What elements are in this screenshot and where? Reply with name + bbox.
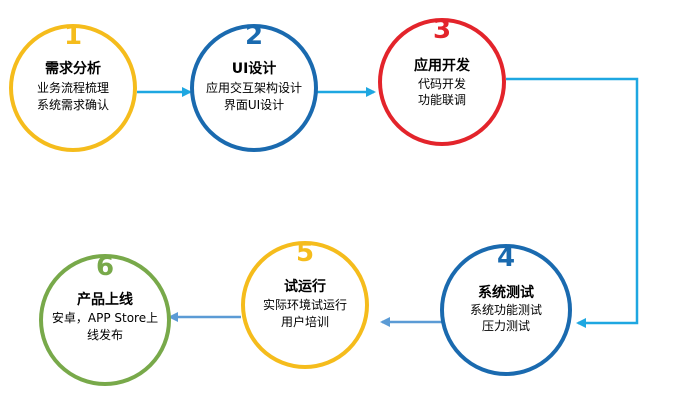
step-2-title: UI设计 bbox=[232, 60, 277, 77]
step-2-line-2: 界面UI设计 bbox=[224, 98, 284, 112]
step-6-circle bbox=[39, 254, 171, 386]
step-6-line-2: 线发布 bbox=[87, 327, 123, 342]
step-2-circle bbox=[190, 24, 318, 152]
step-3-number: 3 bbox=[433, 15, 451, 45]
step-2-line-1: 应用交互架构设计 bbox=[206, 80, 302, 95]
step-4-circle bbox=[440, 244, 572, 376]
step-1-title: 需求分析 bbox=[45, 60, 101, 77]
step-5-number: 5 bbox=[296, 238, 314, 268]
step-4-title: 系统测试 bbox=[478, 284, 534, 301]
step-6-node: 6 产品上线 安卓，APP Store上 线发布 bbox=[39, 252, 171, 386]
step-5-node: 5 试运行 实际环境试运行 用户培训 bbox=[241, 238, 369, 369]
step-3-circle bbox=[378, 18, 506, 146]
step-3-title: 应用开发 bbox=[414, 57, 471, 74]
step-3-line-2: 功能联调 bbox=[418, 93, 466, 107]
step-5-line-1: 实际环境试运行 bbox=[263, 297, 347, 312]
arrow-step3-to-step4 bbox=[506, 77, 639, 328]
step-5-title: 试运行 bbox=[284, 278, 326, 295]
step-5-circle bbox=[241, 241, 369, 369]
step-4-number: 4 bbox=[497, 243, 515, 273]
step-2-number: 2 bbox=[245, 21, 263, 51]
step-1-line-1: 业务流程梳理 bbox=[37, 80, 109, 95]
step-6-line-1: 安卓，APP Store上 bbox=[52, 310, 158, 325]
step-4-line-2: 压力测试 bbox=[482, 318, 530, 333]
step-3-node: 3 应用开发 代码开发 功能联调 bbox=[378, 15, 506, 146]
step-1-circle bbox=[9, 24, 137, 152]
step-1-number: 1 bbox=[64, 21, 82, 51]
step-3-line-1: 代码开发 bbox=[418, 76, 466, 91]
step-4-line-1: 系统功能测试 bbox=[470, 302, 542, 317]
step-5-line-2: 用户培训 bbox=[281, 314, 329, 329]
step-2-node: 2 UI设计 应用交互架构设计 界面UI设计 bbox=[190, 21, 318, 152]
step-6-title: 产品上线 bbox=[77, 291, 133, 308]
step-1-line-2: 系统需求确认 bbox=[37, 98, 109, 112]
step-1-node: 1 需求分析 业务流程梳理 系统需求确认 bbox=[9, 21, 137, 152]
step-6-number: 6 bbox=[96, 252, 114, 282]
step-4-node: 4 系统测试 系统功能测试 压力测试 bbox=[440, 243, 572, 376]
